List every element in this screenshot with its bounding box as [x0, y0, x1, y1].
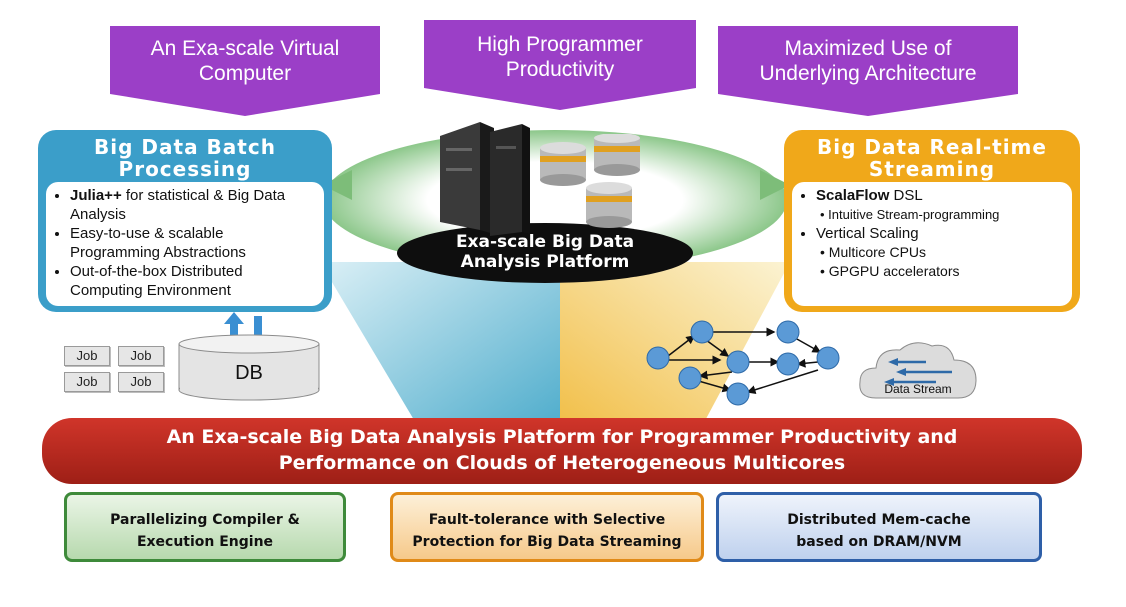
streaming-sub-multicore: Multicore CPUs [820, 243, 1062, 262]
dataflow-graph-icon [646, 320, 840, 406]
streaming-title-line1: Big Data Real-time [817, 135, 1047, 159]
mem-cache-line2: based on DRAM/NVM [796, 534, 962, 550]
banner-center-line1: High Programmer [477, 33, 643, 56]
teal-wedge [320, 262, 560, 430]
julia-label: Julia++ [70, 187, 122, 204]
platform-ellipse [397, 223, 693, 283]
platform-label-line2: Analysis Platform [460, 252, 630, 272]
server-icon [440, 122, 530, 236]
banner-left-line1: An Exa-scale Virtual [150, 37, 340, 60]
job-card: Job [118, 372, 164, 392]
streaming-sub-gpgpu: GPGPU accelerators [820, 262, 1062, 281]
platform-label-line1: Exa-scale Big Data [455, 232, 635, 252]
streaming-item-scalaflow: ScalaFlow DSL [816, 186, 1062, 205]
bottom-box-mem-cache: Distributed Mem-cache based on DRAM/NVM [716, 492, 1042, 562]
streaming-sub-intuitive: Intuitive Stream-programming [820, 205, 1062, 224]
yellow-wedge [560, 262, 790, 430]
job-card: Job [118, 346, 164, 366]
compiler-line1: Parallelizing Compiler & [110, 512, 300, 528]
fault-tolerance-line2: Protection for Big Data Streaming [412, 534, 682, 550]
fault-tolerance-line1: Fault-tolerance with Selective [428, 512, 666, 528]
data-stream-cloud-icon [859, 342, 977, 399]
batch-item-abstractions: Easy-to-use & scalable Programming Abstr… [70, 224, 314, 262]
main-banner-bg [42, 418, 1082, 484]
db-label: DB [235, 362, 263, 384]
abstractions-text: Easy-to-use & scalable Programming Abstr… [70, 225, 246, 261]
streaming-title-line2: Streaming [868, 157, 996, 181]
bottom-box-fault-tolerance: Fault-tolerance with Selective Protectio… [390, 492, 704, 562]
scalaflow-label: ScalaFlow [816, 187, 890, 204]
bottom-box-compiler: Parallelizing Compiler & Execution Engin… [64, 492, 346, 562]
job-card: Job [64, 346, 110, 366]
green-arrow-right [760, 170, 790, 200]
scalaflow-dsl: DSL [889, 187, 923, 204]
compiler-line2: Execution Engine [136, 534, 274, 550]
main-banner: An Exa-scale Big Data Analysis Platform … [42, 424, 1082, 476]
banner-center-line2: Productivity [505, 58, 615, 81]
job-card: Job [64, 372, 110, 392]
streaming-item-vertical: Vertical Scaling [816, 224, 1062, 243]
batch-title-line1: Big Data Batch [94, 135, 276, 159]
banner-right-line1: Maximized Use of [784, 37, 952, 60]
batch-item-julia: Julia++ for statistical & Big Data Analy… [70, 186, 314, 224]
mem-cache-line1: Distributed Mem-cache [787, 512, 971, 528]
database-icon [178, 334, 320, 401]
platform-label: Exa-scale Big Data Analysis Platform [420, 232, 670, 272]
main-banner-line2: Performance on Clouds of Heterogeneous M… [278, 452, 846, 474]
banner-left-line2: Computer [198, 62, 292, 85]
streaming-body: ScalaFlow DSL Intuitive Stream-programmi… [792, 182, 1072, 306]
green-arrow-left [322, 170, 352, 200]
data-stream-label: Data Stream [884, 382, 952, 396]
main-banner-line1: An Exa-scale Big Data Analysis Platform … [166, 426, 958, 448]
banner-right-line2: Underlying Architecture [759, 62, 977, 85]
storage-cylinders-icon [540, 134, 640, 228]
batch-item-distributed: Out-of-the-box Distributed Computing Env… [70, 262, 314, 300]
batch-title-line2: Processing [118, 157, 252, 181]
batch-body: Julia++ for statistical & Big Data Analy… [46, 182, 324, 306]
julia-desc: for statistical & Big Data Analysis [70, 187, 286, 223]
distributed-text: Out-of-the-box Distributed Computing Env… [70, 263, 243, 299]
